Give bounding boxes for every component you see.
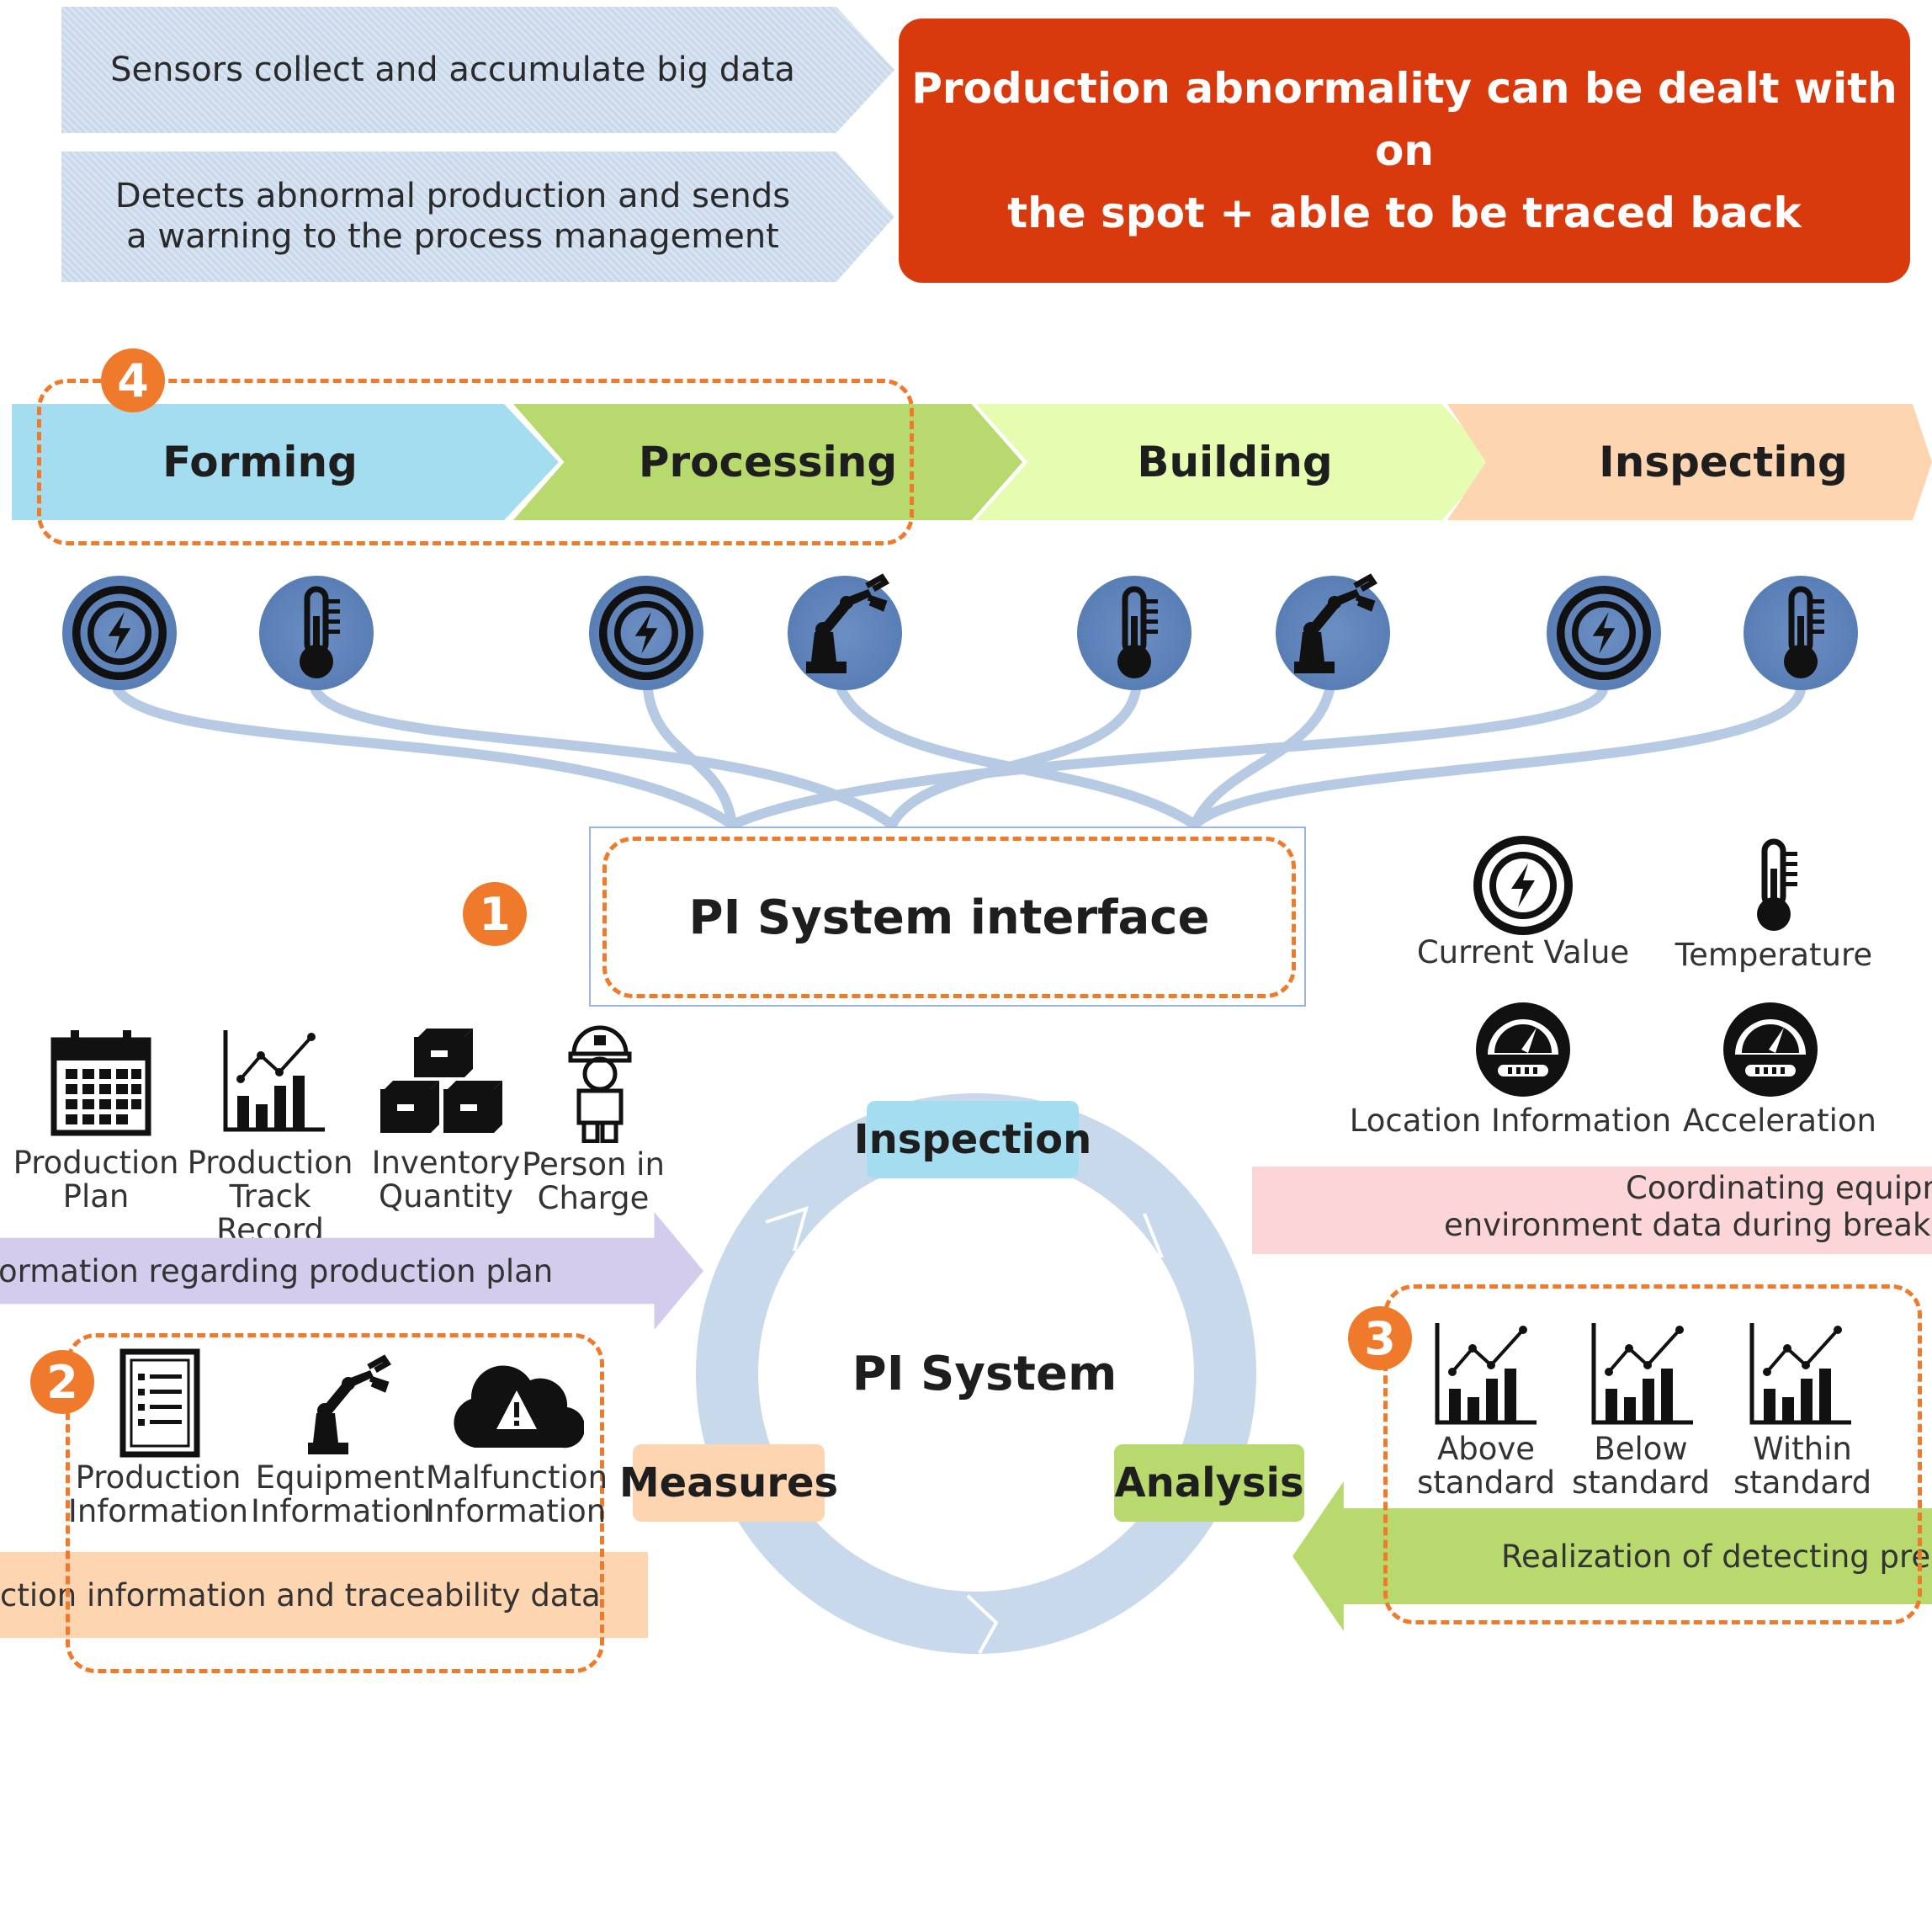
production-plan-text: ormation regarding production plan	[0, 1252, 554, 1289]
robot-arm-icon	[784, 552, 927, 687]
thermometer-icon	[1077, 576, 1192, 690]
detect-text-line2: a warning to the process management	[126, 217, 779, 256]
temperature-icon	[1715, 835, 1833, 936]
sensors-text: Sensors collect and accumulate big data	[110, 50, 795, 89]
current-value-icon	[589, 576, 703, 690]
robot-arm-icon	[1272, 552, 1415, 687]
coordinating-line1: Coordinating equipm	[1626, 1170, 1932, 1206]
current-value-icon	[1464, 835, 1582, 936]
stage-inspecting: Inspecting	[1447, 404, 1932, 520]
sensor-current-3	[1547, 576, 1661, 690]
thermometer-icon	[259, 576, 374, 690]
current-value-icon	[62, 576, 177, 690]
prediction-text: Realization of detecting predi	[1501, 1538, 1932, 1575]
marker-3: 3	[1348, 1306, 1412, 1370]
chart-icon	[1584, 1315, 1701, 1433]
sensor-connections	[113, 685, 1806, 830]
marker-2: 2	[30, 1350, 94, 1414]
legend-temperature-label: Temperature	[1675, 937, 1873, 973]
sensor-robot-2	[1276, 576, 1390, 690]
traceability-text: ction information and traceability data	[0, 1576, 601, 1613]
interface-label: PI System interface	[688, 890, 1210, 945]
headline-box: Production abnormality can be dealt with…	[899, 19, 1910, 283]
legend-current-label: Current Value	[1416, 934, 1630, 970]
worker-icon	[568, 1025, 632, 1143]
traceability-stripe: ction information and traceability data	[0, 1552, 648, 1638]
marker-3-frame	[1383, 1284, 1922, 1624]
pi-system-label: PI System	[852, 1347, 1117, 1401]
chart-icon	[1427, 1315, 1545, 1433]
chart-icon	[215, 1022, 333, 1140]
stage-processing-label: Processing	[638, 438, 898, 486]
marker-1: 1	[463, 882, 527, 946]
gauge-icon	[1723, 1002, 1818, 1097]
sensor-temp-2	[1077, 576, 1192, 690]
stage-building: Building	[976, 404, 1494, 520]
coordinating-stripe: Coordinating equipm environment data dur…	[1252, 1167, 1932, 1254]
detect-text-line1: Detects abnormal production and sends	[114, 177, 791, 215]
interface-box: PI System interface	[602, 837, 1296, 998]
sensor-current-1	[62, 576, 177, 690]
stage-forming: Forming	[12, 404, 559, 520]
boxes-icon	[380, 1029, 502, 1133]
stage-processing: Processing	[513, 404, 1022, 520]
thermometer-icon	[1744, 576, 1858, 690]
document-icon	[119, 1348, 200, 1458]
stage-inspecting-label: Inspecting	[1599, 438, 1848, 486]
sensor-current-2	[589, 576, 703, 690]
chart-icon	[1742, 1315, 1860, 1433]
headline-line1: Production abnormality can be dealt with…	[911, 64, 1898, 175]
info-arrow-sensors: Sensors collect and accumulate big data	[61, 7, 894, 133]
info-arrow-detect: Detects abnormal production and sends a …	[61, 152, 894, 282]
analysis-pill: Analysis	[1114, 1444, 1304, 1522]
calendar-icon	[50, 1030, 151, 1136]
legend-acceleration-label: Acceleration	[1683, 1103, 1876, 1139]
robot-arm-icon	[286, 1333, 429, 1468]
sensor-robot-1	[788, 576, 902, 690]
measures-pill: Measures	[619, 1444, 838, 1522]
coordinating-line2: environment data during breakdo	[1444, 1207, 1932, 1243]
sensor-temp-1	[259, 576, 374, 690]
marker-4-frame	[37, 379, 914, 545]
headline-line2: the spot + able to be traced back	[1007, 189, 1802, 237]
interface-outer	[589, 827, 1306, 1007]
marker-2-frame	[66, 1333, 604, 1673]
sensor-temp-3	[1744, 576, 1858, 690]
gauge-icon	[1476, 1002, 1570, 1097]
stage-building-label: Building	[1137, 438, 1333, 486]
current-value-icon	[1547, 576, 1661, 690]
marker-4: 4	[101, 348, 165, 412]
cloud-warning-icon	[454, 1365, 584, 1449]
stage-forming-label: Forming	[162, 438, 358, 486]
inspection-pill: Inspection	[854, 1101, 1091, 1178]
legend-location-label: Location Information	[1349, 1103, 1672, 1139]
